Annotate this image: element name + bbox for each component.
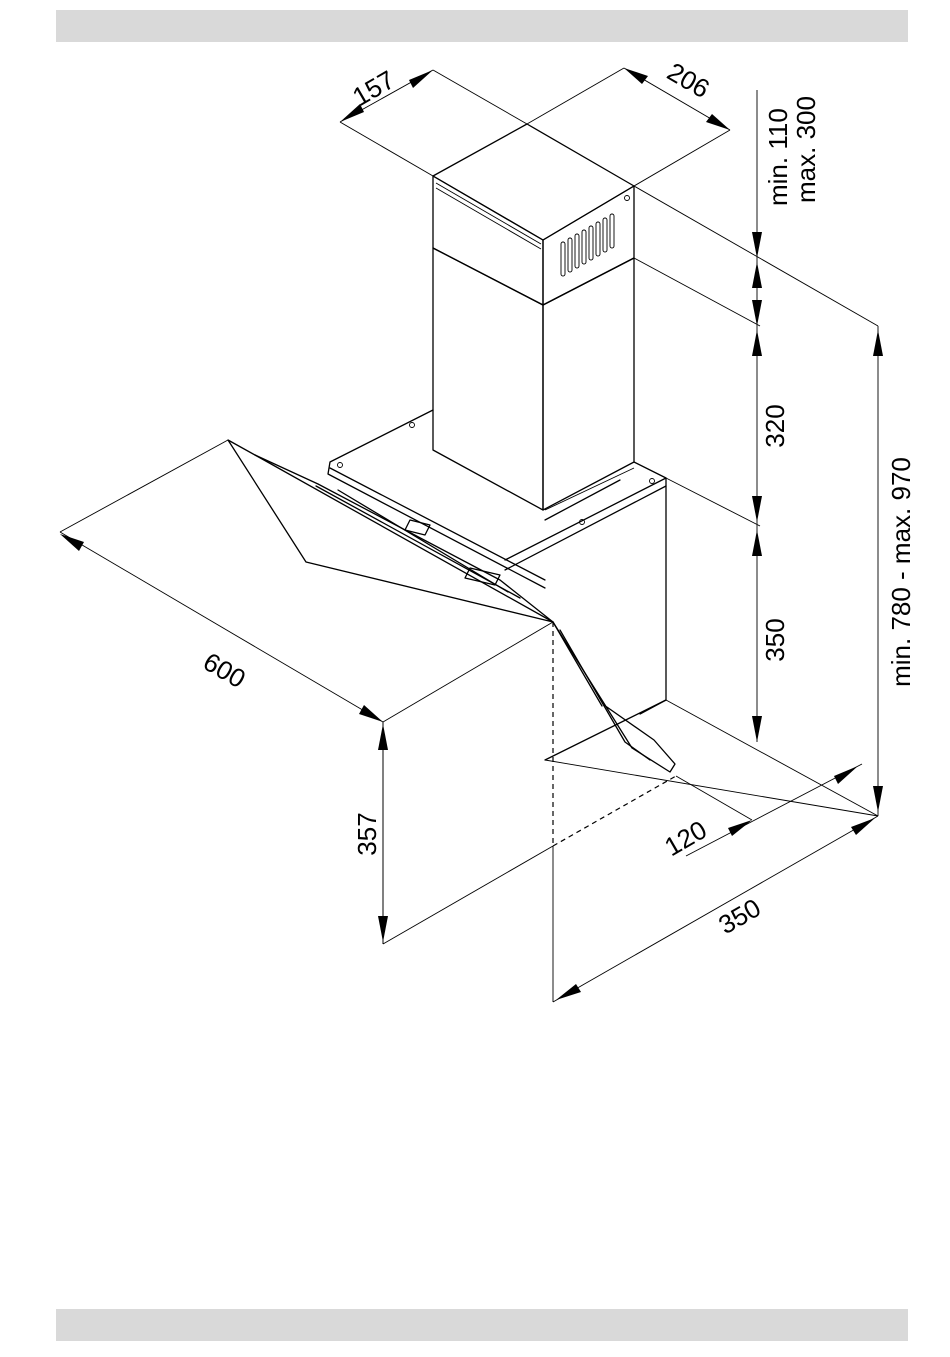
dimension-labels: 157 206 min. 110 max. 300 320 350 min. 7… [198,56,916,940]
vent-slots-icon [561,214,614,276]
label-120: 120 [659,814,712,862]
hidden-lines [553,622,676,846]
dimension-lines [60,68,883,1002]
upper-chimney [433,124,634,305]
label-206: 206 [662,56,715,104]
label-600: 600 [198,646,251,694]
lower-chimney-left-face [433,248,543,510]
dim-line-350-depth [553,816,878,1002]
label-total-height: min. 780 - max. 970 [886,457,916,687]
label-320: 320 [760,404,790,447]
label-357: 357 [352,812,382,855]
label-top-max: max. 300 [791,96,821,203]
label-350-depth: 350 [713,892,766,940]
extension-lines [60,68,878,1002]
lower-chimney-right-face [543,258,634,510]
lower-chimney [433,248,634,510]
label-top-min: min. 110 [763,108,793,206]
chimney-top-face [433,124,634,240]
canopy-glass-rear [228,440,553,622]
dim-line-600 [60,532,383,722]
label-157: 157 [347,64,400,112]
glass-canopy [228,440,675,772]
chimney-top-right-face [543,186,634,305]
label-350-vertical: 350 [760,618,790,661]
